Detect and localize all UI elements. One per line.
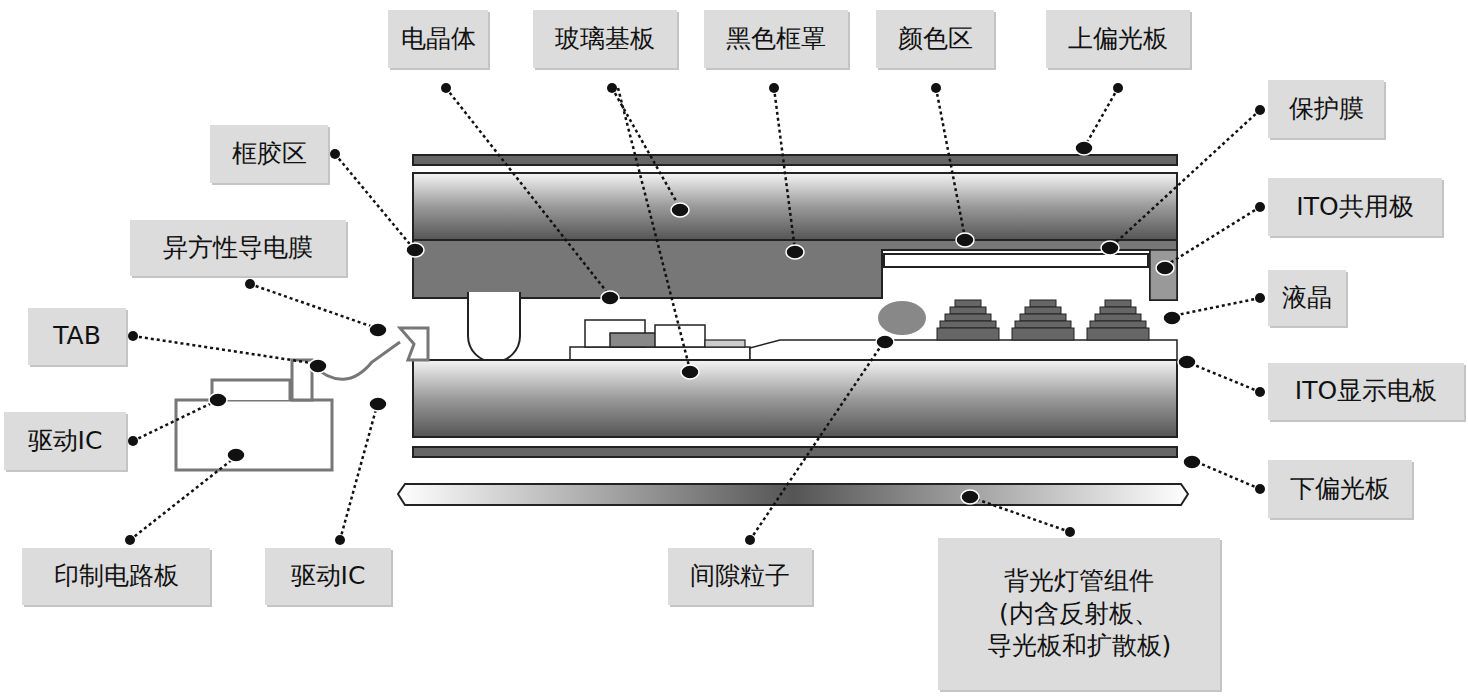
label-text: 电晶体 xyxy=(401,23,476,56)
label-text: TAB xyxy=(53,320,101,353)
callout-label: 玻璃基板 xyxy=(533,10,677,68)
label-text: 间隙粒子 xyxy=(690,560,790,593)
callout-label: 颜色区 xyxy=(876,10,994,68)
callout-label: 框胶区 xyxy=(210,125,328,183)
label-text: 颜色区 xyxy=(898,23,973,56)
callout-label: 液晶 xyxy=(1268,270,1346,326)
callout-label: 电晶体 xyxy=(388,10,488,68)
callout-label: 驱动IC xyxy=(265,548,391,605)
label-text: 异方性导电膜 xyxy=(163,232,313,265)
label-text: 框胶区 xyxy=(232,138,307,171)
callout-label: 背光灯管组件 (内含反射板、 导光板和扩散板) xyxy=(938,538,1220,690)
callout-label: 上偏光板 xyxy=(1046,10,1190,68)
label-text: 驱动IC xyxy=(291,560,366,593)
callout-label: 异方性导电膜 xyxy=(130,220,346,276)
callout-label: 黑色框罩 xyxy=(704,10,848,68)
label-text: 黑色框罩 xyxy=(726,23,826,56)
callout-label: 印制电路板 xyxy=(22,548,210,605)
label-text: 保护膜 xyxy=(1289,93,1364,126)
callout-label: 间隙粒子 xyxy=(668,548,812,605)
callout-label: ITO显示电板 xyxy=(1268,363,1464,420)
label-text: 驱动IC xyxy=(28,425,103,458)
label-text: 液晶 xyxy=(1282,282,1332,315)
callout-label: 驱动IC xyxy=(4,412,126,470)
label-text: 玻璃基板 xyxy=(555,23,655,56)
label-text: 上偏光板 xyxy=(1068,23,1168,56)
label-text: 背光灯管组件 (内含反射板、 导光板和扩散板) xyxy=(950,565,1208,663)
label-text: ITO共用极 xyxy=(1296,191,1413,224)
callout-label: ITO共用极 xyxy=(1268,178,1442,236)
callout-label: 下偏光板 xyxy=(1268,460,1412,518)
label-text: ITO显示电板 xyxy=(1295,375,1437,408)
label-text: 下偏光板 xyxy=(1290,473,1390,506)
callout-label: TAB xyxy=(28,308,126,365)
label-text: 印制电路板 xyxy=(54,560,179,593)
callout-label: 保护膜 xyxy=(1268,80,1384,138)
